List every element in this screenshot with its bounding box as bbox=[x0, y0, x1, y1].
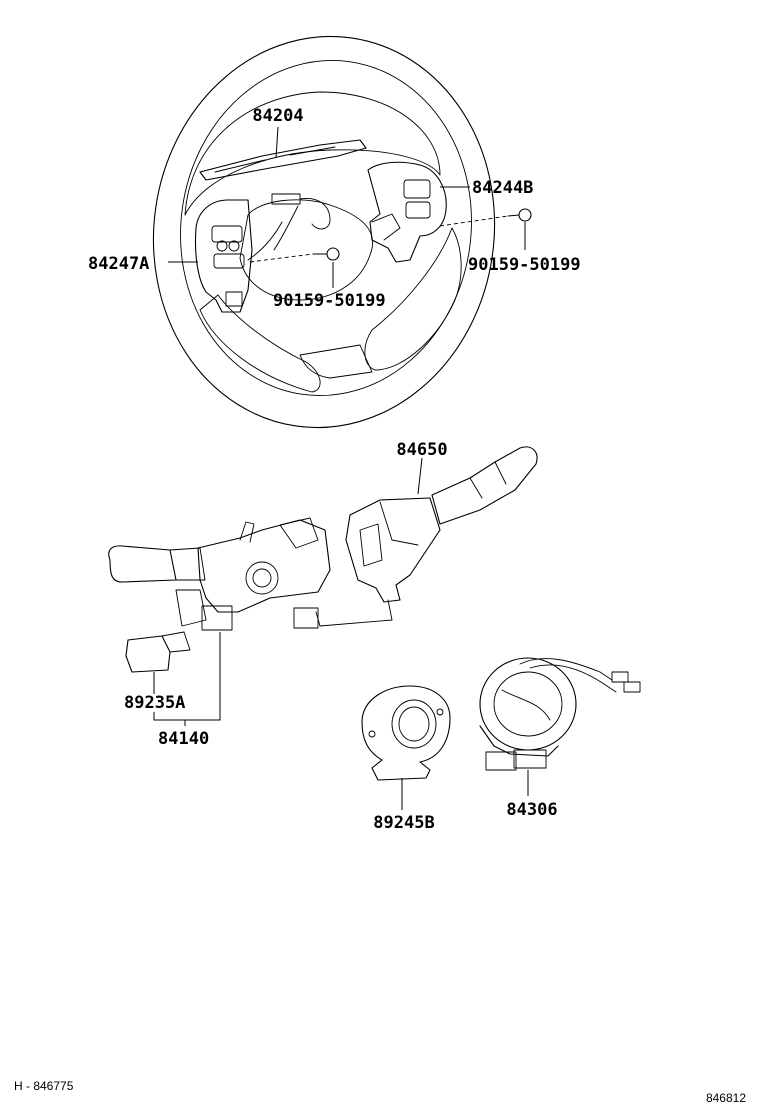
switch-harness bbox=[271, 193, 331, 251]
combination-switch-part bbox=[108, 517, 331, 726]
bolt-right-part bbox=[439, 208, 532, 250]
label-84244b: 84244B bbox=[472, 178, 533, 198]
footer-left-code: H - 846775 bbox=[14, 1079, 74, 1093]
label-84204: 84204 bbox=[252, 106, 303, 126]
label-90159-50199-left: 90159-50199 bbox=[273, 291, 386, 311]
turn-wiper-switch-part bbox=[293, 446, 538, 629]
label-84247a: 84247A bbox=[88, 254, 149, 274]
steering-sensor-part bbox=[361, 685, 451, 810]
bolt-left-part bbox=[249, 247, 340, 288]
label-84140: 84140 bbox=[158, 729, 209, 749]
label-89245b: 89245B bbox=[373, 813, 434, 833]
label-89235a: 89235A bbox=[124, 693, 185, 713]
spiral-cable-part bbox=[479, 657, 641, 796]
right-switch-part bbox=[367, 161, 470, 263]
footer-right-code: 846812 bbox=[706, 1091, 746, 1105]
steering-wheel bbox=[152, 35, 496, 429]
label-90159-50199-right: 90159-50199 bbox=[468, 255, 581, 275]
label-84306: 84306 bbox=[506, 800, 557, 820]
horn-pad-part bbox=[199, 126, 367, 181]
left-switch-part bbox=[168, 199, 283, 313]
label-84650: 84650 bbox=[396, 440, 447, 460]
